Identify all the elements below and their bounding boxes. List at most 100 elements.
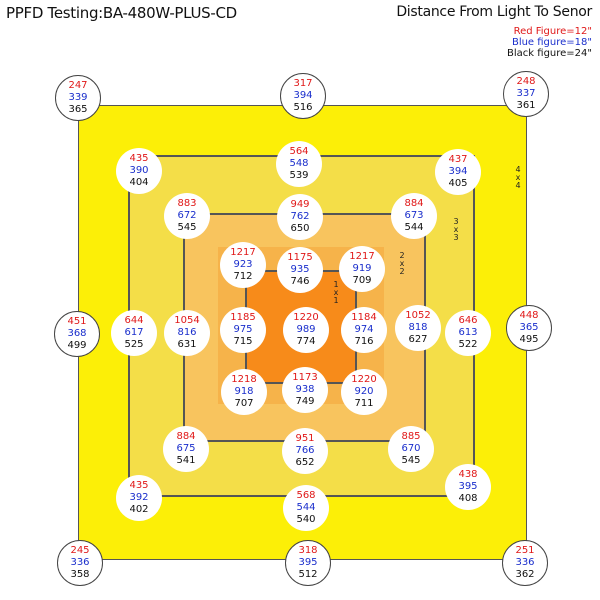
zone-label-4x4: 4x4 [515, 165, 521, 190]
reading-12in: 317 [293, 78, 313, 89]
reading-12in: 1184 [351, 312, 377, 323]
reading-24in: 711 [354, 398, 374, 409]
legend-blue: Blue figure=18" [511, 37, 592, 48]
reading-18in: 923 [233, 259, 253, 270]
reading-24in: 716 [354, 336, 374, 347]
reading-3x3-middle-right: 1052 818 627 [395, 305, 441, 351]
reading-24in: 712 [233, 271, 253, 282]
reading-3x3-top-left: 883 672 545 [164, 193, 210, 239]
reading-4x4-top-left: 435 390 404 [116, 148, 162, 194]
reading-24in: 627 [408, 334, 428, 345]
reading-24in: 516 [293, 102, 313, 113]
reading-12in: 644 [124, 315, 144, 326]
reading-18in: 394 [448, 166, 468, 177]
reading-12in: 884 [176, 431, 196, 442]
reading-outer-top-left: 247 339 365 [55, 75, 101, 121]
reading-24in: 539 [289, 170, 309, 181]
reading-12in: 1217 [349, 251, 375, 262]
reading-12in: 1185 [230, 312, 256, 323]
reading-18in: 337 [516, 88, 536, 99]
reading-2x2-top-left: 1217 923 712 [220, 242, 266, 288]
reading-18in: 818 [408, 322, 428, 333]
reading-12in: 245 [70, 545, 90, 556]
reading-24in: 495 [519, 334, 539, 345]
reading-12in: 883 [177, 198, 197, 209]
reading-1x1-center: 1220 989 774 [283, 307, 329, 353]
reading-outer-middle-right: 448 365 495 [506, 305, 552, 351]
zone-label-1x1: 1x1 [333, 280, 339, 305]
reading-12in: 1175 [287, 252, 313, 263]
reading-12in: 951 [295, 433, 315, 444]
reading-18in: 613 [458, 327, 478, 338]
reading-24in: 540 [296, 514, 316, 525]
reading-18in: 548 [289, 158, 309, 169]
reading-24in: 541 [176, 455, 196, 466]
reading-18in: 339 [68, 92, 88, 103]
reading-12in: 248 [516, 76, 536, 87]
reading-24in: 525 [124, 339, 144, 350]
zone-label-3x3: 3x3 [453, 217, 459, 242]
legend-red: Red Figure=12" [513, 26, 592, 37]
reading-outer-bottom-right: 251 336 362 [502, 540, 548, 586]
reading-3x3-bottom-right: 885 670 545 [388, 426, 434, 472]
reading-18in: 395 [458, 481, 478, 492]
reading-12in: 437 [448, 154, 468, 165]
reading-24in: 545 [177, 222, 197, 233]
reading-3x3-bottom-center: 951 766 652 [282, 428, 328, 474]
reading-18in: 673 [404, 210, 424, 221]
reading-2x2-top-right: 1217 919 709 [339, 246, 385, 292]
reading-18in: 975 [233, 324, 253, 335]
reading-24in: 650 [290, 223, 310, 234]
reading-24in: 365 [68, 104, 88, 115]
reading-12in: 1054 [174, 315, 200, 326]
reading-12in: 451 [67, 316, 87, 327]
reading-18in: 544 [296, 502, 316, 513]
reading-18in: 762 [290, 211, 310, 222]
reading-2x2-top-center: 1175 935 746 [277, 247, 323, 293]
reading-12in: 435 [129, 480, 149, 491]
reading-24in: 545 [401, 455, 421, 466]
reading-24in: 715 [233, 336, 253, 347]
reading-outer-top-center: 317 394 516 [280, 73, 326, 119]
reading-24in: 362 [515, 569, 535, 580]
reading-24in: 707 [234, 398, 254, 409]
reading-18in: 935 [290, 264, 310, 275]
reading-12in: 1220 [351, 374, 377, 385]
reading-24in: 774 [296, 336, 316, 347]
zone-label-2x2: 2x2 [399, 251, 405, 276]
reading-18in: 938 [295, 384, 315, 395]
reading-12in: 1052 [405, 310, 431, 321]
reading-outer-bottom-left: 245 336 358 [57, 540, 103, 586]
reading-12in: 1220 [293, 312, 319, 323]
reading-12in: 251 [515, 545, 535, 556]
reading-18in: 336 [70, 557, 90, 568]
reading-18in: 672 [177, 210, 197, 221]
reading-18in: 617 [124, 327, 144, 338]
reading-4x4-bottom-left: 435 392 402 [116, 475, 162, 521]
reading-18in: 989 [296, 324, 316, 335]
reading-18in: 918 [234, 386, 254, 397]
reading-4x4-middle-left: 644 617 525 [111, 310, 157, 356]
reading-12in: 1173 [292, 372, 318, 383]
reading-12in: 318 [298, 545, 318, 556]
reading-outer-bottom-center: 318 395 512 [285, 540, 331, 586]
reading-12in: 884 [404, 198, 424, 209]
reading-24in: 512 [298, 569, 318, 580]
reading-12in: 247 [68, 80, 88, 91]
reading-3x3-top-center: 949 762 650 [277, 194, 323, 240]
reading-4x4-bottom-right: 438 395 408 [445, 464, 491, 510]
reading-3x3-top-right: 884 673 544 [391, 193, 437, 239]
reading-24in: 709 [352, 275, 372, 286]
reading-2x2-bottom-center: 1173 938 749 [282, 367, 328, 413]
chart-title: PPFD Testing:BA-480W-PLUS-CD [6, 4, 237, 22]
reading-18in: 392 [129, 492, 149, 503]
reading-24in: 405 [448, 178, 468, 189]
reading-18in: 675 [176, 443, 196, 454]
legend-black: Black figure=24" [507, 48, 592, 59]
reading-2x2-middle-right: 1184 974 716 [341, 307, 387, 353]
reading-18in: 919 [352, 263, 372, 274]
reading-24in: 746 [290, 276, 310, 287]
reading-24in: 522 [458, 339, 478, 350]
reading-4x4-top-right: 437 394 405 [435, 149, 481, 195]
reading-2x2-middle-left: 1185 975 715 [220, 307, 266, 353]
